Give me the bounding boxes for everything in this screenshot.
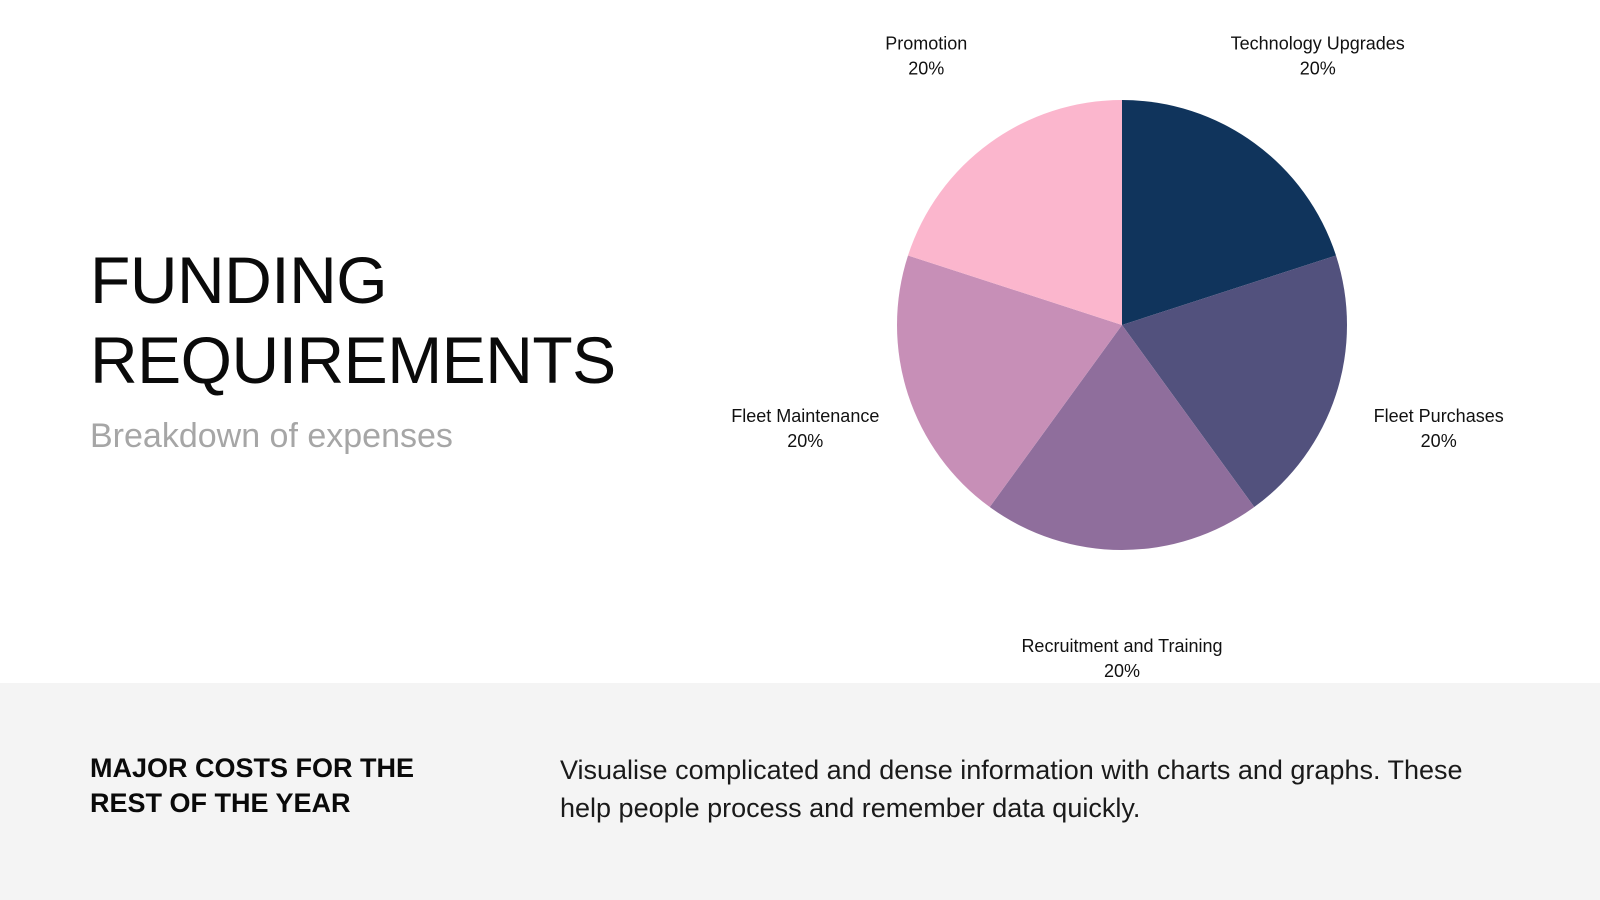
pie-slice-recruitment-and-training [989, 325, 1255, 551]
footer-panel: MAJOR COSTS FOR THE REST OF THE YEAR Vis… [0, 683, 1600, 900]
slice-value-fleet-purchases: 20% [1421, 431, 1457, 451]
title-line-2: REQUIREMENTS [90, 323, 616, 397]
slice-label-promotion: Promotion [885, 34, 967, 54]
footer-heading: MAJOR COSTS FOR THE REST OF THE YEAR [90, 753, 415, 818]
slice-value-fleet-maintenance: 20% [787, 431, 823, 451]
footer-body: Visualise complicated and dense informat… [560, 755, 1463, 823]
slice-value-technology-upgrades: 20% [1300, 59, 1336, 79]
pie-slice-fleet-maintenance [897, 255, 1122, 508]
slice-label-fleet-maintenance: Fleet Maintenance [731, 406, 879, 426]
pie-slice-technology-upgrades [1122, 100, 1336, 325]
pie-slice-promotion [908, 99, 1122, 326]
slice-value-recruitment-and-training: 20% [1104, 661, 1140, 680]
pie-slice-fleet-purchases [1122, 255, 1347, 508]
title-line-1: FUNDING [90, 243, 388, 317]
pie-chart: Technology Upgrades 20% Fleet Purchases 20%… [731, 34, 1504, 680]
slice-label-recruitment-and-training: Recruitment and Training [1021, 636, 1222, 656]
page-title: FUNDING REQUIREMENTS [90, 240, 650, 400]
slice-label-technology-upgrades: Technology Upgrades [1231, 34, 1405, 54]
slice-value-promotion: 20% [908, 59, 944, 79]
slice-label-fleet-purchases: Fleet Purchases [1374, 406, 1504, 426]
page-subtitle: Breakdown of expenses [90, 417, 453, 455]
